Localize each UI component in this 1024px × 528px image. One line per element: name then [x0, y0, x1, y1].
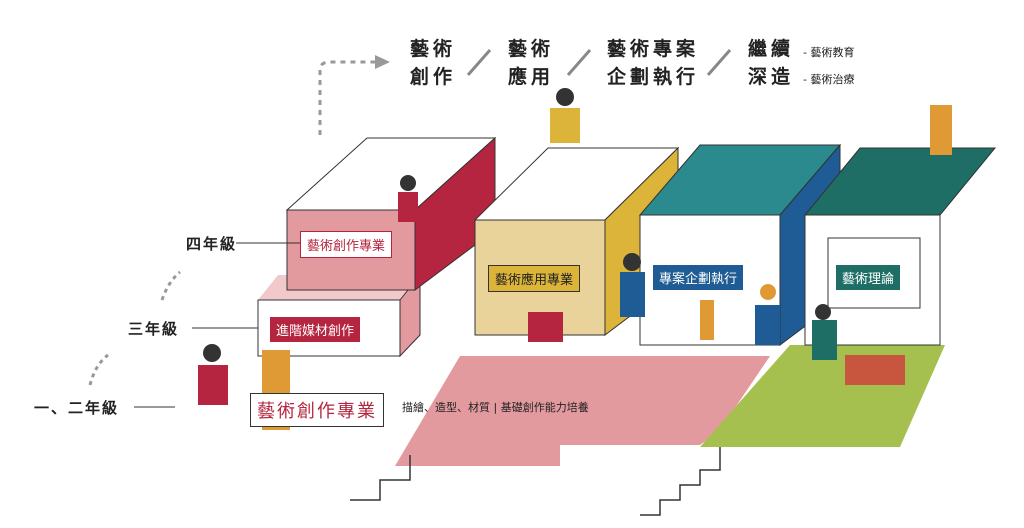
label-advanced-media: 進階媒材創作: [270, 317, 361, 342]
stage-further-study: 繼續深造: [748, 38, 795, 88]
pink-floor: [130, 356, 770, 466]
grade-3: 三年級: [128, 320, 180, 338]
stage-art-application: 藝術應用: [508, 38, 555, 88]
arrow-head-icon: [375, 55, 390, 69]
label-art-creation-major: 藝術創作專業: [250, 393, 384, 427]
label-art-application: 藝術應用專業: [488, 265, 581, 292]
stage-art-creation: 藝術創作: [410, 38, 457, 88]
grade-1-2: 一、二年級: [34, 399, 120, 417]
label-project-planning: 專案企劃執行: [653, 265, 744, 290]
dashed-arrow: [160, 270, 181, 301]
dashed-arrow: [318, 60, 375, 135]
grade-4: 四年級: [186, 235, 238, 253]
note-art-education: - 藝術教育: [803, 46, 855, 59]
label-art-theory: 藝術理論: [836, 265, 901, 290]
stage-project-planning: 藝術專案企劃執行: [607, 38, 700, 88]
foundation-note: 描繪、造型、材質 | 基礎創作能力培養: [402, 401, 589, 414]
label-art-creation-4: 藝術創作專業: [300, 231, 393, 258]
dashed-arrow: [88, 353, 109, 386]
note-art-therapy: - 藝術治療: [803, 73, 855, 86]
